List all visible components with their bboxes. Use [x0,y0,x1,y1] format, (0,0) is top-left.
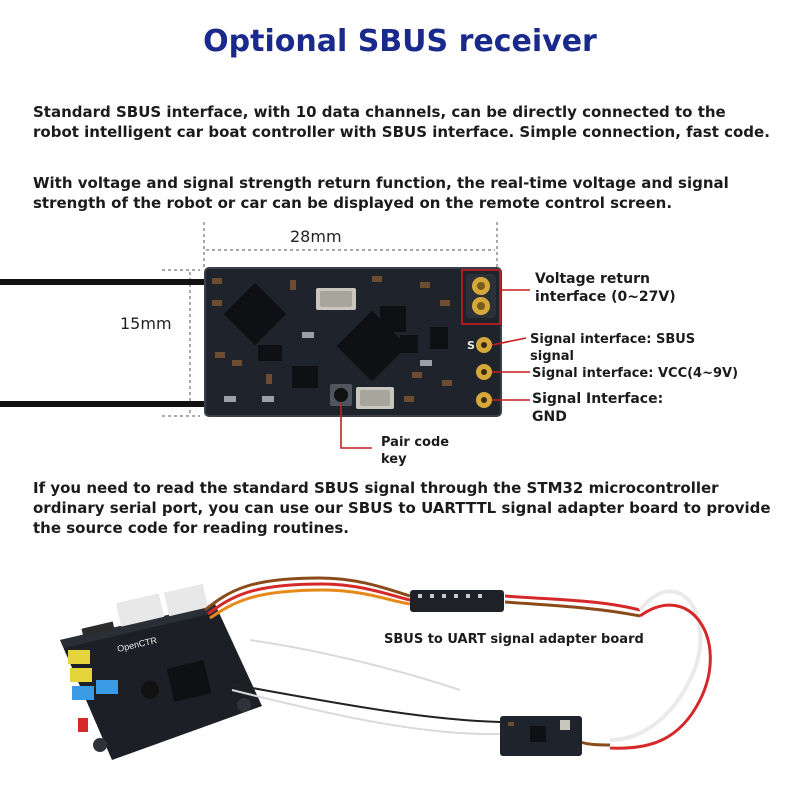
chip-small [380,306,406,332]
controller-board [60,583,262,760]
width-dimension [203,222,498,268]
paragraph-voltage-return: With voltage and signal strength return … [33,174,729,212]
paragraph-adapter: If you need to read the standard SBUS si… [33,479,771,537]
receiver-pcb [204,267,502,417]
adapter-wires [204,576,712,750]
callout-voltage-return: Voltage return interface (0~27V) [535,271,676,305]
callout-pair-code: Pair code key [381,435,450,467]
width-dimension-label: 28mm [290,227,342,246]
pin-silkscreen: S [467,339,475,352]
adapter-board-header [410,590,504,612]
height-dimension-label: 15mm [120,314,172,333]
height-dimension [162,269,200,417]
receiver-photo [500,716,582,756]
chip-main [223,282,287,346]
paragraph-sbus-interface: Standard SBUS interface, with 10 data ch… [33,103,770,141]
receiver-antenna-wires [0,279,210,407]
callout-signal-gnd: Signal Interface: GND [532,391,664,425]
callout-lines [340,269,530,449]
page-title: Optional SBUS receiver [203,24,597,59]
adapter-board-label: SBUS to UART signal adapter board [384,632,644,647]
callout-signal-sbus: Signal interface: SBUS signal [530,332,696,364]
callout-signal-vcc: Signal interface: VCC(4~9V) [532,366,739,381]
